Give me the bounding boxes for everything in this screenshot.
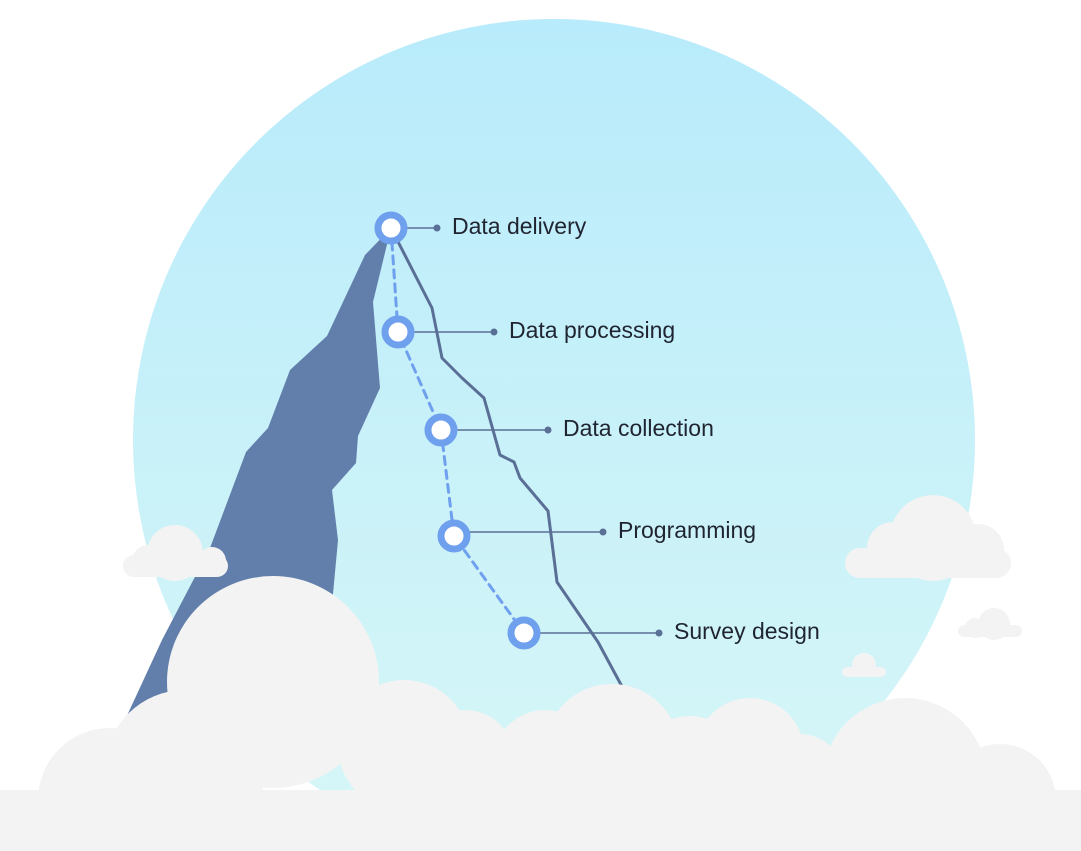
step-node-icon xyxy=(437,519,471,553)
step-connector-dot xyxy=(433,224,441,232)
step-label: Data processing xyxy=(509,317,675,343)
step-label: Survey design xyxy=(674,618,820,644)
cloud-bank xyxy=(0,576,1081,851)
step-connector-dot xyxy=(544,426,552,434)
step-node-icon xyxy=(374,211,408,245)
step-connector-dot xyxy=(599,528,607,536)
step-label: Programming xyxy=(618,517,756,543)
step-programming: Programming xyxy=(437,517,756,553)
step-node-icon xyxy=(424,413,458,447)
step-connector-dot xyxy=(490,328,498,336)
step-node-icon xyxy=(381,315,415,349)
step-label: Data collection xyxy=(563,415,714,441)
small-cloud-right-small xyxy=(958,608,1022,640)
step-data-processing: Data processing xyxy=(381,315,675,349)
step-survey-design: Survey design xyxy=(507,616,820,650)
step-data-delivery: Data delivery xyxy=(374,211,587,245)
small-cloud-tiny xyxy=(842,653,886,677)
mountain-ridge-line xyxy=(389,226,628,696)
step-label: Data delivery xyxy=(452,213,587,239)
step-connector-dot xyxy=(655,629,663,637)
small-cloud-right-large xyxy=(845,495,1011,581)
step-node-icon xyxy=(507,616,541,650)
step-data-collection: Data collection xyxy=(424,413,714,447)
small-cloud-left xyxy=(123,525,228,581)
